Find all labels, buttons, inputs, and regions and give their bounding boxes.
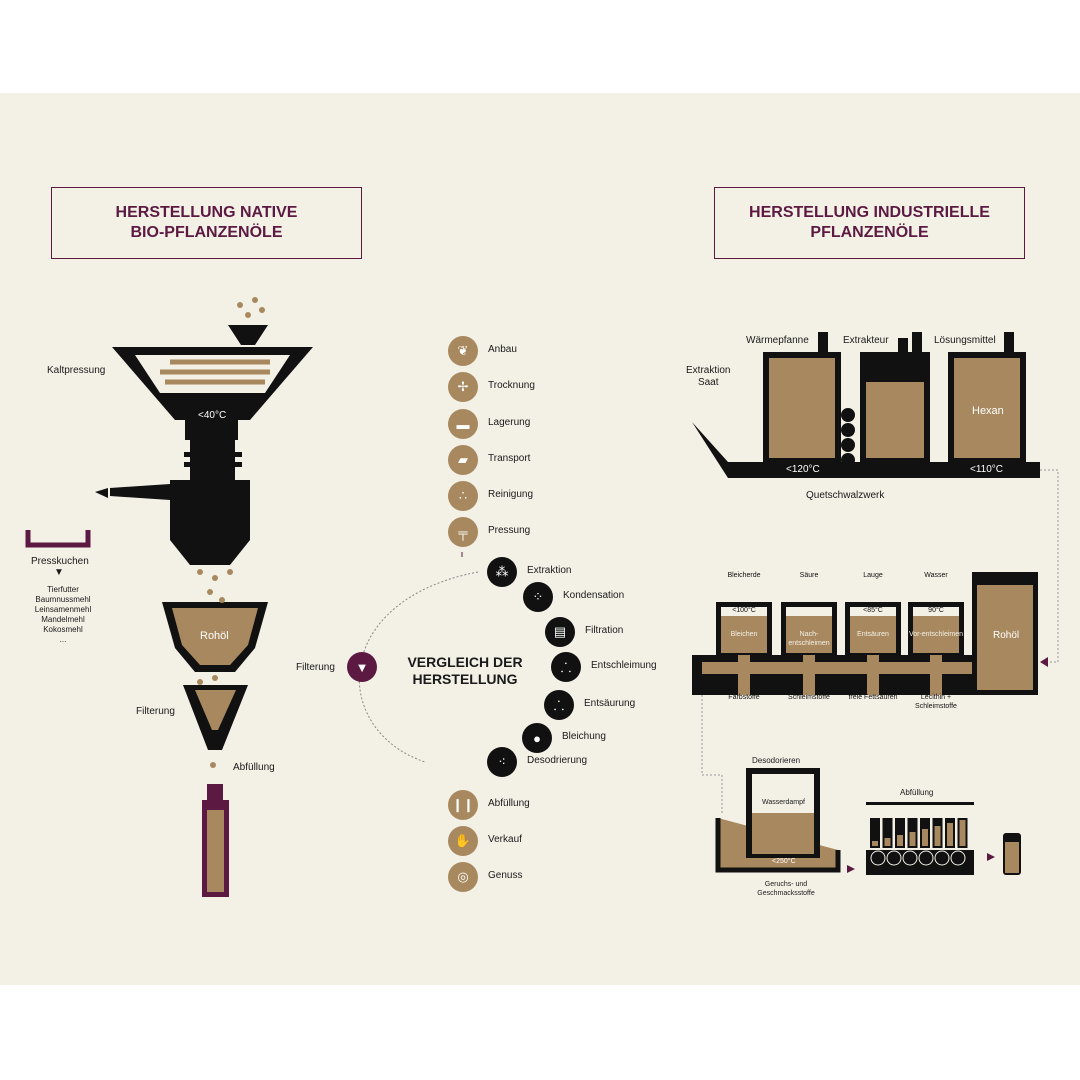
press-temp: <40°C xyxy=(198,410,227,421)
bottles-icon: ❙❙ xyxy=(448,790,478,820)
plate-icon: ◎ xyxy=(448,862,478,892)
tank-top-label: Wasser xyxy=(924,572,948,579)
refining-illustration xyxy=(692,572,1038,695)
wasserdampf-label: Wasserdampf xyxy=(762,799,805,806)
abfuellung-right-label: Abfüllung xyxy=(900,788,934,797)
native-title-line2: BIO-PFLANZENÖLE xyxy=(130,224,283,241)
temp-120: <120°C xyxy=(786,464,820,475)
tank-out-label: Farbstoffe xyxy=(728,694,760,701)
step-label: Desodrierung xyxy=(527,755,588,766)
loesungsmittel-label: Lösungsmittel xyxy=(934,335,996,346)
storage-icon: ▬ xyxy=(448,409,478,439)
bleach-icon: ● xyxy=(522,723,552,753)
extraction-illustration xyxy=(692,332,1040,478)
tank-top-label: Lauge xyxy=(863,572,883,579)
truck-icon: ▰ xyxy=(448,445,478,475)
tank-inner-label: Bleichen xyxy=(730,631,758,638)
kaltpressung-label: Kaltpressung xyxy=(47,365,106,376)
hexan-label: Hexan xyxy=(972,405,1004,417)
rohoel-label: Rohöl xyxy=(200,630,229,642)
use-item: Tierfutter xyxy=(47,585,79,594)
step-label: Verkauf xyxy=(488,834,522,845)
abfuellung-label: Abfüllung xyxy=(233,762,275,773)
comparison-title-line1: VERGLEICH DER xyxy=(407,654,523,670)
desodorieren-label: Desodorieren xyxy=(752,756,801,765)
step-label: Reinigung xyxy=(488,489,534,500)
drops-icon: ⸫ xyxy=(551,652,581,682)
filter-icon: ▤ xyxy=(545,617,575,647)
tank-top-label: Bleicherde xyxy=(727,572,761,579)
tank-temp-label: 90°C xyxy=(928,607,944,614)
native-title-line1: HERSTELLUNG NATIVE xyxy=(115,204,298,221)
tank-out-label: Lecithin + Schleimstoffe xyxy=(915,694,957,710)
handshake-icon: ✋ xyxy=(448,826,478,856)
use-item: ... xyxy=(59,635,67,644)
tank-temp-label: <100°C xyxy=(732,607,756,614)
geruch-label: Geruchs- und Geschmacksstoffe xyxy=(757,881,815,897)
step-label: Entsäurung xyxy=(584,698,636,709)
tank-temp-label: <85°C xyxy=(863,607,883,614)
cleaning-icon: ∴ xyxy=(448,481,478,511)
quetschwalzwerk-label: Quetschwalzwerk xyxy=(806,490,885,501)
rohoel-tank-label: Rohöl xyxy=(993,630,1020,641)
temp-250: <250°C xyxy=(772,858,796,865)
use-item: Mandelmehl xyxy=(41,615,85,624)
center-filterung-label: Filterung xyxy=(296,662,335,673)
deodorize-icon: ⁖ xyxy=(487,747,517,777)
industrial-title-line1: HERSTELLUNG INDUSTRIELLE xyxy=(749,204,990,221)
temp-110: <110°C xyxy=(970,464,1004,475)
tank-top-label: Säure xyxy=(799,572,819,579)
waermepfanne-label: Wärmepfanne xyxy=(746,335,809,346)
step-label: Trocknung xyxy=(488,380,535,391)
tank-inner-label: Entsäuren xyxy=(857,631,889,638)
tank-out-label: Schleimstoffe xyxy=(788,694,830,701)
condensation-icon: ⁘ xyxy=(523,582,553,612)
comparison-title: VERGLEICH DER HERSTELLUNG xyxy=(400,654,530,688)
step-label: Genuss xyxy=(488,870,523,881)
filterung-label: Filterung xyxy=(136,706,175,717)
fan-icon: ✢ xyxy=(448,372,478,402)
comparison-title-line2: HERSTELLUNG xyxy=(412,671,518,687)
use-item: Baumnussmehl xyxy=(35,595,91,604)
press-icon: ╤ xyxy=(448,517,478,547)
use-item: Kokosmehl xyxy=(43,625,83,634)
tank-out-label: freie Fettsäuren xyxy=(848,694,898,701)
plant-icon: ❦ xyxy=(448,336,478,366)
extraction-icon: ⁂ xyxy=(487,557,517,587)
presskuchen-label: Presskuchen xyxy=(31,556,89,567)
filter-funnel-icon: ▼ xyxy=(347,652,377,682)
step-label: Bleichung xyxy=(562,731,606,742)
step-label: Filtration xyxy=(585,625,624,636)
industrial-title-box: HERSTELLUNG INDUSTRIELLE PFLANZENÖLE xyxy=(714,187,1025,259)
step-label: Lagerung xyxy=(488,417,531,428)
extrakteur-label: Extrakteur xyxy=(843,335,889,346)
use-item: Leinsamenmehl xyxy=(34,605,92,614)
step-label: Abfüllung xyxy=(488,798,530,809)
industrial-title-line2: PFLANZENÖLE xyxy=(810,224,929,241)
step-label: Pressung xyxy=(488,525,531,536)
step-label: Anbau xyxy=(488,344,517,355)
native-title-box: HERSTELLUNG NATIVE BIO-PFLANZENÖLE xyxy=(51,187,362,259)
cold-press-illustration xyxy=(25,297,313,897)
arrow-down-icon: ▼ xyxy=(54,567,64,578)
drops-icon: ⸫ xyxy=(544,690,574,720)
deodorize-illustration xyxy=(715,768,1021,875)
tank-inner-label: Nach-entschleimen xyxy=(788,631,830,647)
step-label: Kondensation xyxy=(563,590,625,601)
tank-inner-label: Vor-entschleimen xyxy=(908,631,964,638)
step-label: Extraktion xyxy=(527,565,572,576)
step-label: Transport xyxy=(488,453,531,464)
step-label: Entschleimung xyxy=(591,660,657,671)
